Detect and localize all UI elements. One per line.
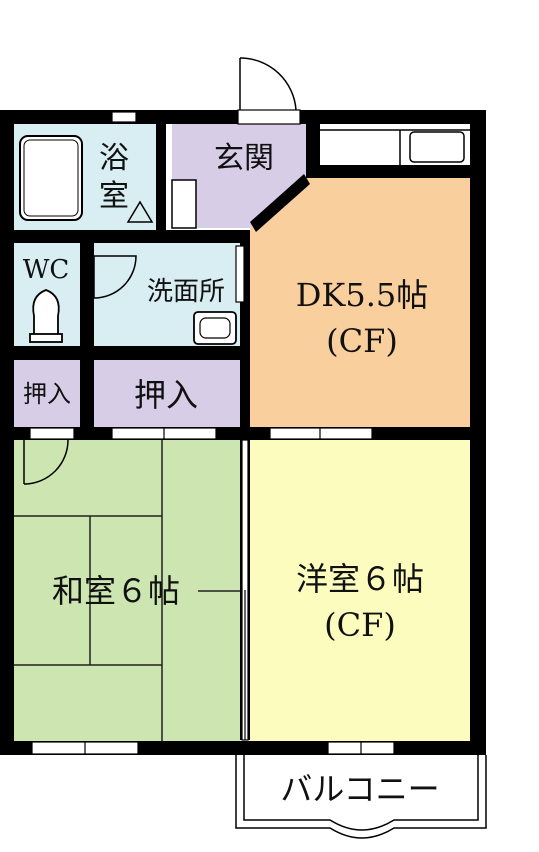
tatami-lines	[14, 440, 240, 741]
window-mullions	[84, 428, 362, 754]
washitsu-door-icon	[23, 439, 69, 485]
bath-label-2: 室	[99, 179, 129, 214]
entrance-label: 玄関	[214, 141, 274, 176]
closet-small-label: 押入	[23, 380, 71, 408]
washbasin-icon	[193, 311, 237, 345]
washroom-label: 洗面所	[147, 277, 225, 307]
shoe-cabinet-icon	[171, 179, 197, 229]
youshitsu-type-label: (CF)	[324, 606, 396, 644]
wc-door-icon	[93, 255, 137, 299]
entrance-door-icon	[239, 57, 297, 111]
dk-area	[250, 178, 470, 427]
closet-large-area	[94, 360, 240, 427]
closet-large-label: 押入	[134, 376, 198, 414]
bath-label-1: 浴	[99, 141, 129, 176]
entrance-area	[166, 124, 306, 228]
youshitsu-label: 洋室６帖	[296, 560, 424, 598]
dk-type-label: (CF)	[326, 322, 398, 360]
wc-label: WC	[23, 255, 70, 285]
toilet-icon	[29, 289, 63, 343]
balcony-label: バルコニー	[280, 770, 439, 808]
bathtub-icon	[19, 135, 83, 221]
drain-icon	[126, 200, 154, 223]
youshitsu-area	[250, 440, 470, 741]
dk-label: DK5.5帖	[296, 276, 428, 314]
washitsu-label: 和室６帖	[52, 572, 180, 610]
closet-small-area	[14, 360, 80, 427]
kitchen-counter-icon	[320, 129, 470, 165]
balcony-outline	[235, 755, 487, 839]
